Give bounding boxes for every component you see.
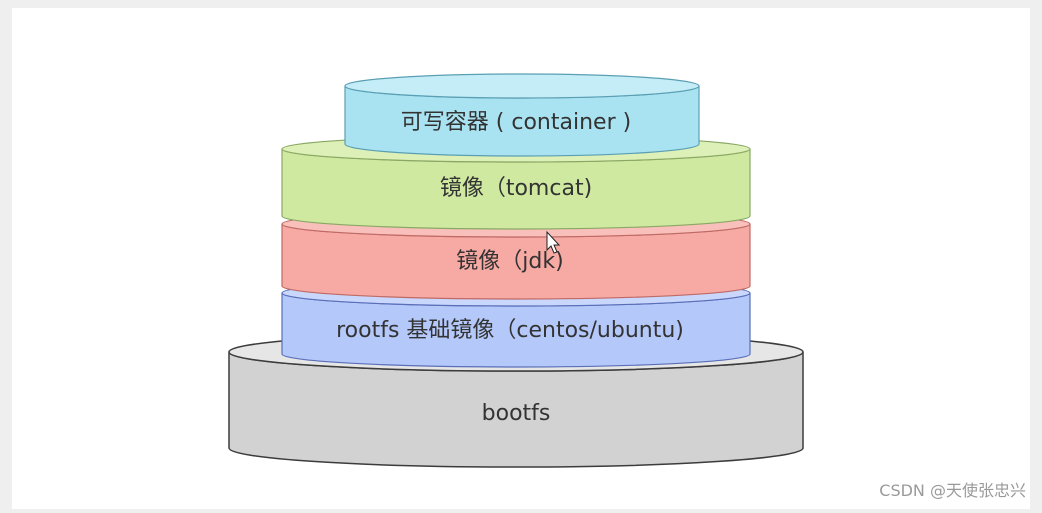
- layer-tomcat-label: 镜像（tomcat): [440, 176, 592, 201]
- layer-container: 可写容器 ( container ): [344, 73, 700, 157]
- watermark: CSDN @天使张忠兴: [879, 481, 1026, 500]
- layer-jdk-label: 镜像（jdk): [456, 249, 563, 274]
- mouse-cursor-icon: [546, 230, 561, 254]
- layer-container-top: [344, 73, 700, 99]
- layer-container-label: 可写容器 ( container ): [401, 110, 631, 135]
- layer-rootfs-label: rootfs 基础镜像（centos/ubuntu): [336, 318, 684, 343]
- layer-bootfs-label: bootfs: [482, 401, 551, 426]
